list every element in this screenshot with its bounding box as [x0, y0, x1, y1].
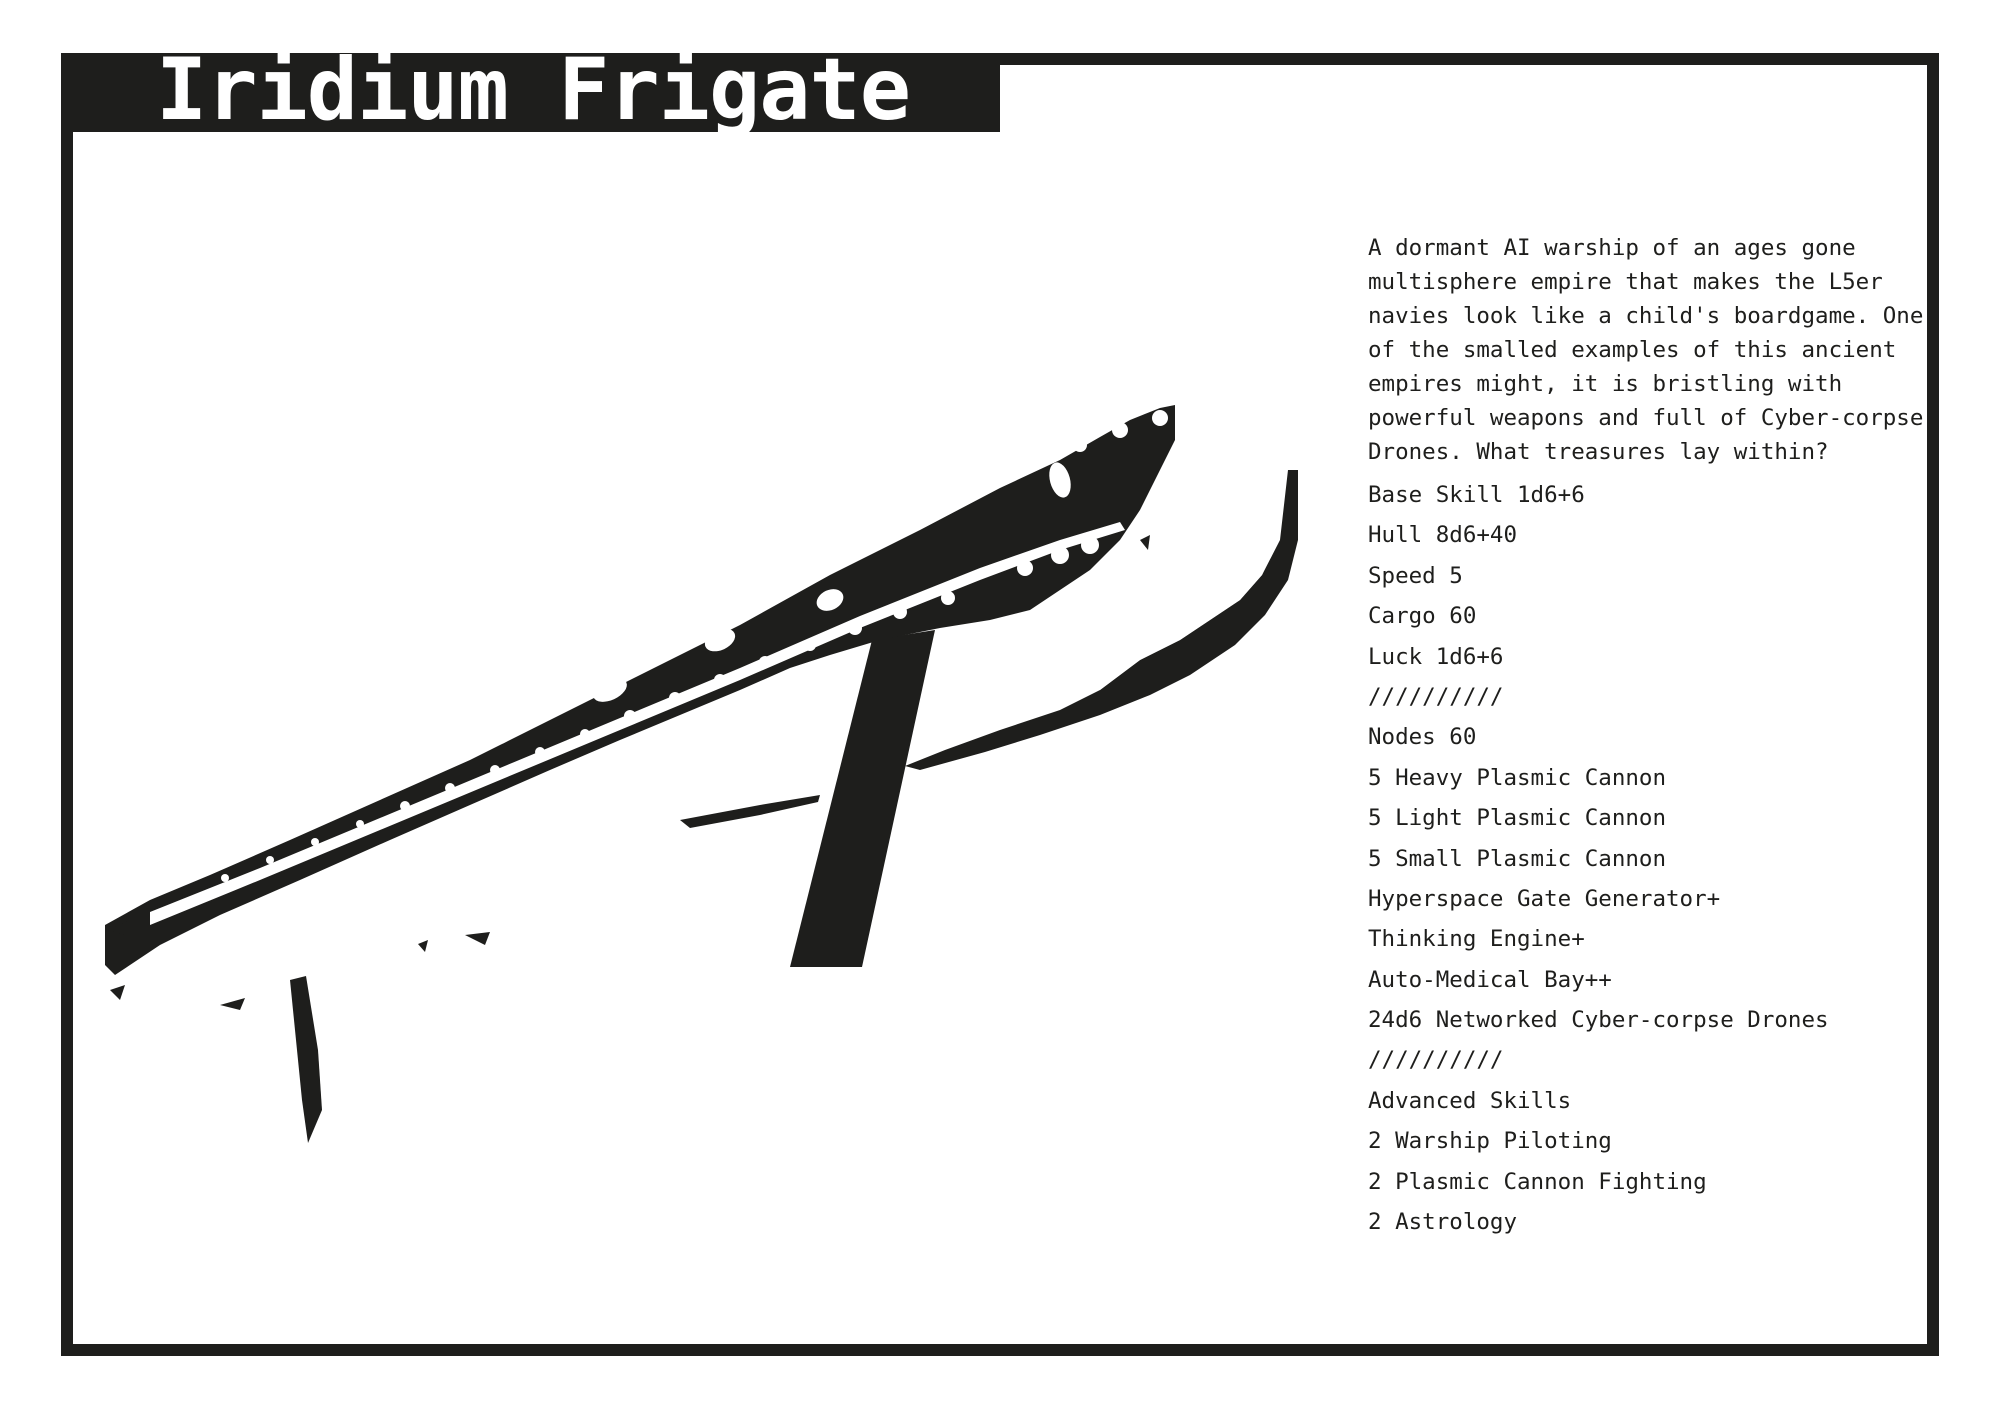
section-divider: ////////// [1368, 683, 1504, 710]
stat-speed: Speed 5 [1368, 562, 1463, 589]
frigate-illustration [105, 405, 1298, 1143]
section-divider: ////////// [1368, 1047, 1504, 1074]
porthole-row-lower [221, 536, 1099, 882]
stat-block: A dormant AI warship of an ages gone mul… [1368, 231, 1928, 1242]
equipment-item: Hyperspace Gate Generator+ [1368, 885, 1721, 912]
equipment-item: Auto-Medical Bay++ [1368, 966, 1612, 993]
ship-description: A dormant AI warship of an ages gone mul… [1368, 235, 1924, 465]
skills-heading: Advanced Skills [1368, 1087, 1572, 1114]
equipment-item: 5 Light Plasmic Cannon [1368, 805, 1667, 832]
skill-item: 2 Plasmic Cannon Fighting [1368, 1168, 1707, 1195]
equipment-item: 5 Small Plasmic Cannon [1368, 845, 1667, 872]
skill-item: 2 Warship Piloting [1368, 1128, 1612, 1155]
stat-cargo: Cargo 60 [1368, 603, 1477, 630]
hull-stripe [150, 522, 1125, 925]
stat-list: Base Skill 1d6+6 Hull 8d6+40 Speed 5 Car… [1368, 475, 1928, 1242]
hull-nose-cap [1090, 405, 1288, 690]
stat-luck: Luck 1d6+6 [1368, 643, 1504, 670]
equipment-item: 24d6 Networked Cyber-corpse Drones [1368, 1007, 1829, 1034]
hull-body [105, 405, 1180, 975]
porthole-row-upper [246, 410, 1168, 816]
hull-markings [485, 462, 1071, 746]
equipment-item: 5 Heavy Plasmic Cannon [1368, 764, 1667, 791]
title-banner [61, 53, 1000, 132]
page-title: Iridium Frigate [156, 40, 911, 140]
stat-hull: Hull 8d6+40 [1368, 522, 1518, 549]
main-pylon [790, 630, 935, 967]
small-pylon [290, 976, 322, 1143]
hull-nose-crescent [905, 470, 1298, 770]
equipment-item: Thinking Engine+ [1368, 926, 1585, 953]
stat-base-skill: Base Skill 1d6+6 [1368, 482, 1585, 508]
page-frame [61, 53, 1939, 1356]
lower-strut [680, 795, 820, 828]
stat-nodes: Nodes 60 [1368, 724, 1477, 751]
skill-item: 2 Astrology [1368, 1209, 1518, 1236]
